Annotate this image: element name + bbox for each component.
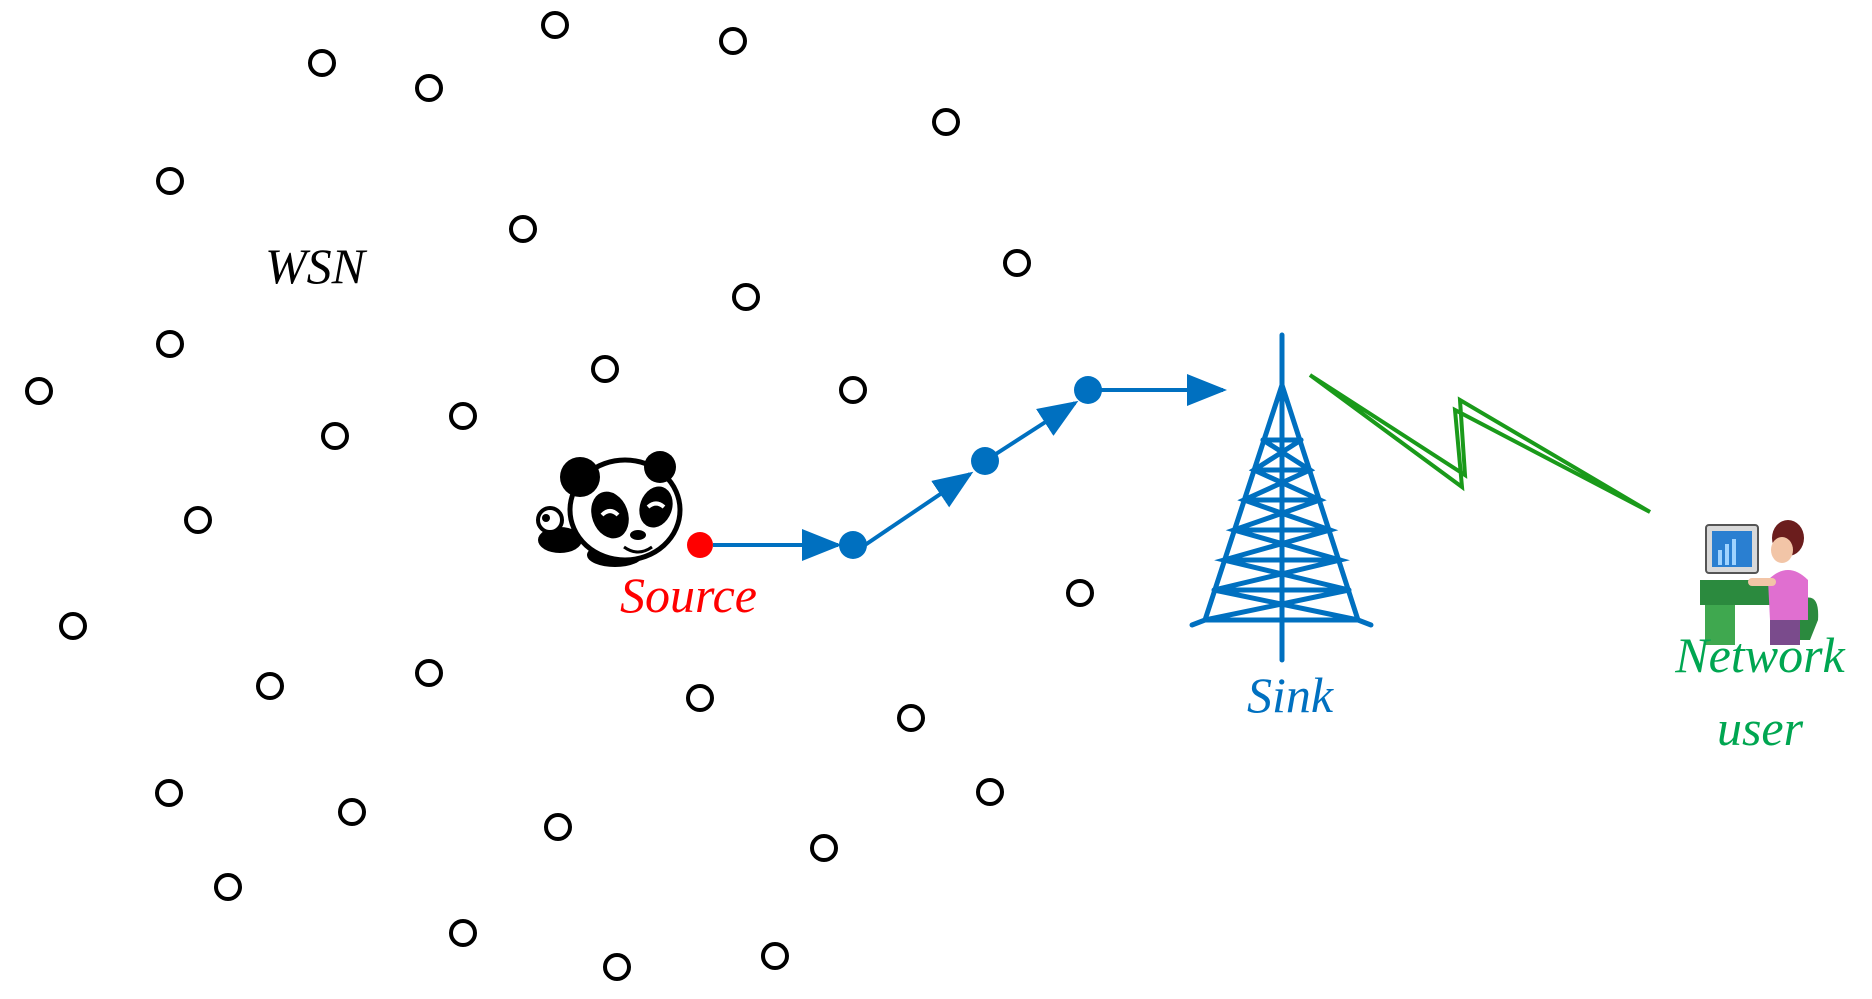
sensor-node [810, 834, 838, 862]
user-label-line1: Network [1674, 627, 1845, 683]
sensor-node [25, 377, 53, 405]
sensor-node [184, 506, 212, 534]
sensor-node [544, 813, 572, 841]
sensor-node [308, 49, 336, 77]
route-arrow-2 [863, 471, 974, 547]
sensor-node [214, 873, 242, 901]
sensor-node [732, 283, 760, 311]
route-arrow-3 [983, 400, 1079, 463]
sensor-node [156, 167, 184, 195]
sensor-node [1066, 579, 1094, 607]
sensor-node [686, 684, 714, 712]
sink-label: Sink [1247, 667, 1334, 723]
sensor-node [897, 704, 925, 732]
sensor-node [321, 422, 349, 450]
sensor-node [256, 672, 284, 700]
relay-node-2 [971, 447, 999, 475]
sensor-node [156, 330, 184, 358]
route [713, 374, 1227, 561]
sensor-node [541, 11, 569, 39]
network-label: WSN [265, 238, 368, 294]
source-label: Source [620, 567, 757, 623]
radio-tower-icon [1189, 332, 1374, 663]
sensor-node [415, 659, 443, 687]
sensor-node [415, 74, 443, 102]
sensor-node [509, 215, 537, 243]
computer-user-icon [1700, 520, 1819, 645]
relay-node-3 [1074, 376, 1102, 404]
sensor-node [59, 612, 87, 640]
sensor-nodes [25, 11, 1094, 981]
sensor-node [719, 27, 747, 55]
sensor-node [449, 402, 477, 430]
sensor-node [591, 355, 619, 383]
source-node [687, 532, 713, 558]
sensor-node [603, 953, 631, 981]
relay-node-1 [839, 531, 867, 559]
lightning-link-icon [1308, 373, 1652, 514]
sensor-node [338, 798, 366, 826]
sensor-node [761, 942, 789, 970]
sensor-node [932, 108, 960, 136]
sensor-node [449, 919, 477, 947]
sensor-node [839, 376, 867, 404]
sensor-node [976, 778, 1004, 806]
sensor-node [155, 779, 183, 807]
user-label-line2: user [1717, 700, 1804, 756]
sensor-node [1003, 249, 1031, 277]
panda-icon [536, 451, 683, 567]
